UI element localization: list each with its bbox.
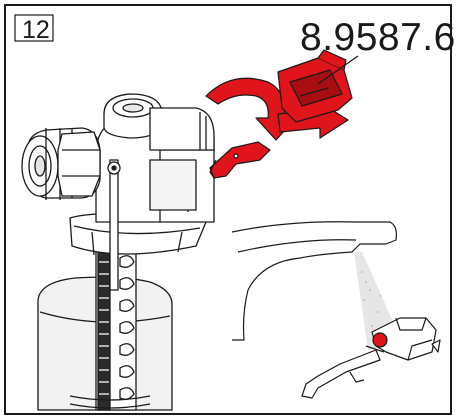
step-number: 12 [22,16,50,44]
part-leader-line [317,55,359,85]
replacement-part [277,49,353,123]
inset-red-marker [372,332,388,348]
inset-valve [371,317,437,361]
step-number-box [14,14,54,42]
hex-nut [57,131,101,197]
rotation-arrow [205,77,297,141]
inset-detail [231,221,441,399]
figure-border [4,4,452,415]
part-number-label: 8.9587.6 [300,16,456,59]
fill-valve [21,93,215,411]
red-lever [209,141,271,179]
threaded-rod [97,239,111,411]
inset-tank-outline [231,221,397,341]
